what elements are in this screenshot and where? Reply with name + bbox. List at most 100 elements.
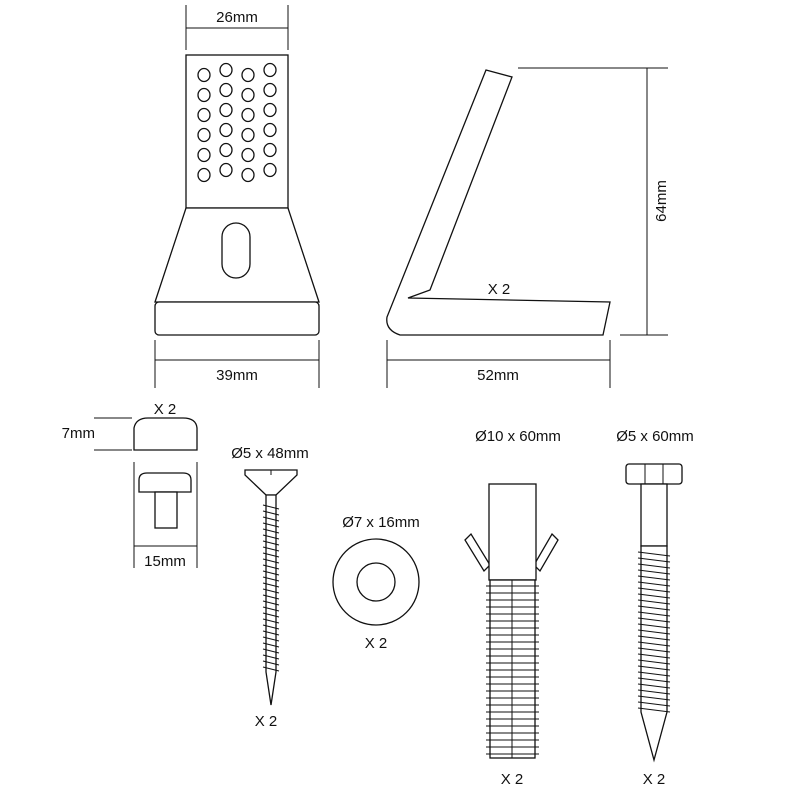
bolt-thread xyxy=(637,575,671,581)
bolt-thread xyxy=(637,653,671,659)
bolt-thread xyxy=(637,659,671,665)
bracket-mounting-slot xyxy=(221,222,251,279)
washer: Ø7 x 16mm X 2 xyxy=(332,514,420,652)
perforation-hole xyxy=(263,162,277,178)
anchor-quantity: X 2 xyxy=(501,771,524,788)
bolt-thread xyxy=(637,671,671,677)
bolt-thread xyxy=(637,665,671,671)
screw-thread xyxy=(262,642,280,648)
screw-thread xyxy=(262,636,280,642)
dimension-side-depth: 52mm xyxy=(477,367,519,384)
screw-thread xyxy=(262,648,280,654)
rubber-cap: X 2 7mm 15mm xyxy=(62,401,198,570)
screw-thread xyxy=(262,600,280,606)
washer-quantity: X 2 xyxy=(365,635,388,652)
perforation-hole xyxy=(197,87,211,103)
screw-thread xyxy=(262,624,280,630)
bolt-thread xyxy=(637,557,671,563)
bolt-thread xyxy=(637,617,671,623)
screw-quantity: X 2 xyxy=(255,713,278,730)
washer-inner-hole xyxy=(356,562,396,602)
perforation-holes xyxy=(197,62,277,183)
anchor-left-wing xyxy=(464,532,491,573)
screw-thread xyxy=(262,522,280,528)
bolt-thread xyxy=(637,587,671,593)
screw-thread xyxy=(262,558,280,564)
perforation-hole xyxy=(197,107,211,123)
perforation-hole xyxy=(241,107,255,123)
dimension-top-width: 26mm xyxy=(216,9,258,26)
screw-thread xyxy=(262,588,280,594)
bracket-quantity: X 2 xyxy=(488,281,511,298)
bolt-quantity: X 2 xyxy=(643,771,666,788)
perforation-hole xyxy=(219,162,233,178)
perforation-hole xyxy=(197,127,211,143)
bolt-shank xyxy=(640,483,668,547)
screw-thread xyxy=(262,516,280,522)
screw-spec: Ø5 x 48mm xyxy=(231,445,309,462)
perforation-hole xyxy=(263,102,277,118)
screw-threads xyxy=(262,504,280,672)
bolt-thread xyxy=(637,593,671,599)
washer-spec: Ø7 x 16mm xyxy=(342,514,420,531)
anchor-right-wing xyxy=(533,532,559,573)
wall-anchor: Ø10 x 60mm X 2 xyxy=(464,428,561,788)
bolt-threads xyxy=(637,551,671,713)
screw-thread xyxy=(262,564,280,570)
bolt-thread xyxy=(637,563,671,569)
perforation-hole xyxy=(263,122,277,138)
bolt-thread xyxy=(637,623,671,629)
bolt-thread xyxy=(637,701,671,707)
anchor-spec: Ø10 x 60mm xyxy=(475,428,561,445)
bolt-thread xyxy=(637,629,671,635)
screw-thread xyxy=(262,606,280,612)
bolt-hex-head xyxy=(625,463,683,485)
cap-side-head xyxy=(138,472,192,493)
perforation-hole xyxy=(241,127,255,143)
screw-thread xyxy=(262,534,280,540)
screw-thread xyxy=(262,570,280,576)
perforation-hole xyxy=(219,142,233,158)
perforation-hole xyxy=(219,102,233,118)
bolt-thread xyxy=(637,611,671,617)
bracket-side-view: 64mm X 2 52mm xyxy=(386,67,670,388)
screw-thread xyxy=(262,546,280,552)
screw-thread xyxy=(262,552,280,558)
screw-thread xyxy=(262,660,280,666)
screw-thread xyxy=(262,504,280,510)
cap-quantity: X 2 xyxy=(154,401,177,418)
bolt-thread xyxy=(637,599,671,605)
screw-thread xyxy=(262,510,280,516)
bolt-thread xyxy=(637,683,671,689)
screw-thread xyxy=(262,576,280,582)
bolt-thread xyxy=(637,641,671,647)
dimension-cap-width: 15mm xyxy=(144,553,186,570)
wood-screw: Ø5 x 48mm X 2 xyxy=(231,445,309,730)
perforation-hole xyxy=(219,122,233,138)
cap-top-view xyxy=(133,417,198,451)
dimension-height: 64mm xyxy=(653,180,670,222)
bolt-thread xyxy=(637,647,671,653)
bracket-front-view: 26mm 39mm xyxy=(154,5,320,388)
dimension-base-width: 39mm xyxy=(216,367,258,384)
cap-side-stem xyxy=(154,491,178,529)
bolt-thread xyxy=(637,707,671,713)
screw-thread xyxy=(262,666,280,672)
bolt-thread xyxy=(637,689,671,695)
bolt-thread xyxy=(637,581,671,587)
perforation-hole xyxy=(263,142,277,158)
screw-thread xyxy=(262,528,280,534)
bolt-thread xyxy=(637,605,671,611)
perforation-hole xyxy=(263,62,277,78)
hex-bolt: Ø5 x 60mm X 2 xyxy=(616,428,694,788)
bolt-spec: Ø5 x 60mm xyxy=(616,428,694,445)
bolt-thread xyxy=(637,635,671,641)
screw-thread xyxy=(262,654,280,660)
perforation-hole xyxy=(197,67,211,83)
perforation-hole xyxy=(197,167,211,183)
perforation-hole xyxy=(241,87,255,103)
bolt-thread xyxy=(637,695,671,701)
perforation-hole xyxy=(241,167,255,183)
bolt-thread xyxy=(637,677,671,683)
